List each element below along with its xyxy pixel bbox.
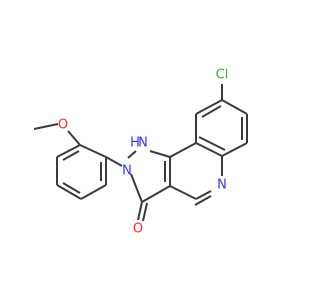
bond (221, 99, 248, 115)
bond (198, 136, 226, 151)
structure-canvas: Cl H N N N O O (33, 67, 248, 237)
pyrazole-nitrogen-label: N (122, 164, 132, 179)
bond (221, 142, 248, 157)
bond (149, 150, 171, 158)
bond (169, 185, 197, 200)
methoxy-oxygen-label: O (58, 118, 68, 133)
bond (56, 184, 82, 200)
atom-layer: Cl H N N N O O (58, 68, 228, 237)
chlorine-atom-label: Cl (216, 68, 229, 83)
bond (56, 144, 81, 158)
bond (169, 142, 197, 158)
bond (195, 190, 212, 200)
bond (80, 184, 107, 200)
bond (141, 185, 171, 203)
bond (62, 182, 81, 194)
bond (105, 156, 123, 167)
carbonyl-oxygen-label: O (133, 222, 143, 237)
bond (195, 99, 223, 115)
molecule-diagram: Cl H N N N O O (33, 68, 248, 237)
bond (127, 150, 137, 159)
bond (194, 195, 212, 206)
bond (201, 105, 222, 118)
nh-nitrogen-label: N (138, 136, 148, 151)
quinoline-nitrogen-label: N (217, 178, 227, 193)
nh-hydrogen-label: H (130, 136, 140, 151)
bond (130, 173, 143, 203)
bond-layer (33, 84, 248, 222)
bond (79, 144, 107, 158)
bond (142, 202, 148, 222)
bond (67, 130, 81, 146)
bond (62, 150, 80, 161)
bond (33, 123, 59, 130)
bond (195, 142, 223, 157)
bond (137, 201, 143, 221)
